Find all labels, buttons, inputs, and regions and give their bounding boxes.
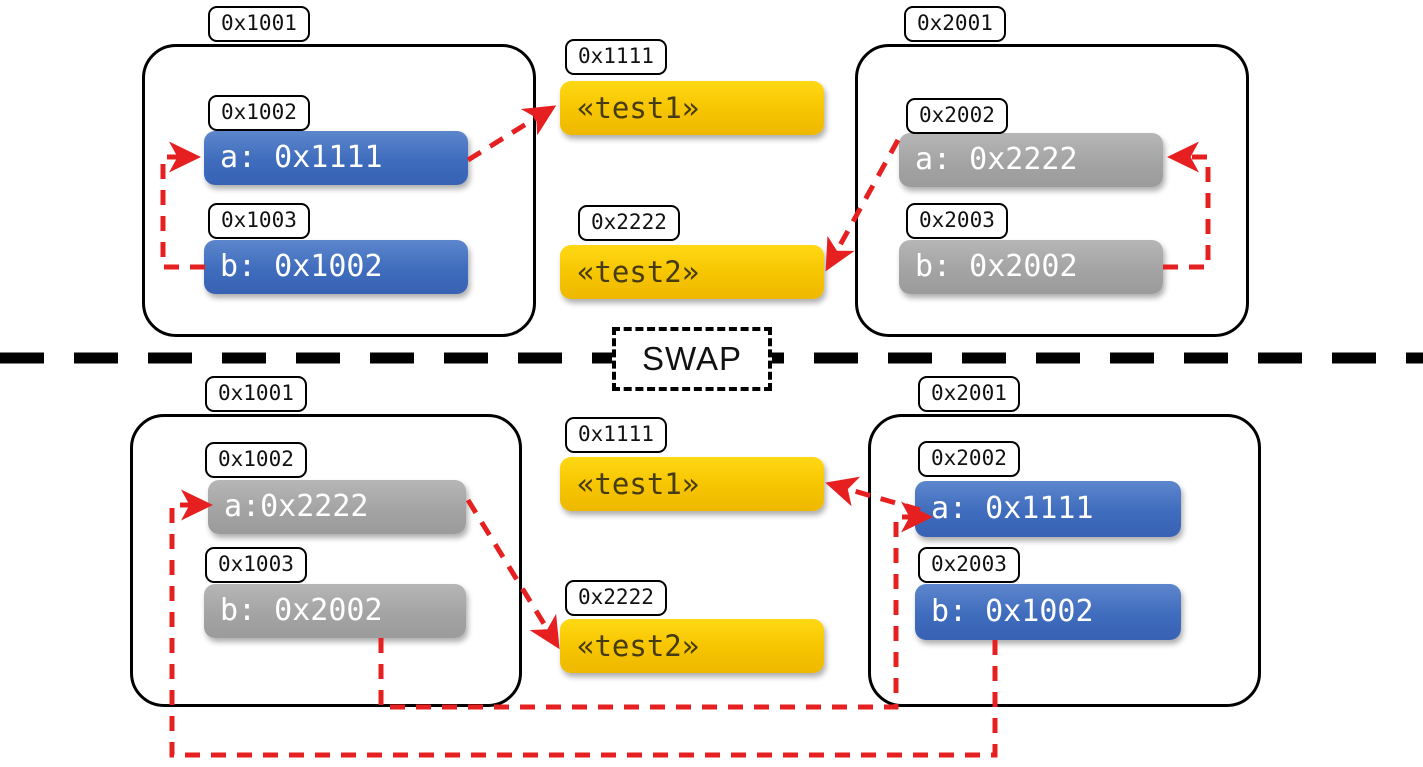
swap-divider-line (0, 352, 1423, 364)
after-left-slot-0-value: a:0x2222 (208, 480, 466, 534)
after-right-slot-0-value: a: 0x1111 (915, 481, 1181, 537)
after-string-1-value: «test2» (560, 619, 824, 673)
swap-badge: SWAP (612, 327, 772, 391)
before-left-slot-0-address: 0x1002 (208, 95, 310, 131)
after-right-slot-1-address: 0x2003 (918, 547, 1020, 583)
after-left-region-address: 0x1001 (205, 376, 307, 412)
before-string-0-address: 0x1111 (565, 39, 667, 75)
before-left-slot-1-value: b: 0x1002 (204, 240, 468, 294)
after-right-region-address: 0x2001 (918, 376, 1020, 412)
before-string-0-value: «test1» (560, 81, 824, 135)
before-left-region (142, 44, 536, 337)
before-right-slot-0-address: 0x2002 (906, 98, 1008, 134)
after-right-slot-0-address: 0x2002 (918, 441, 1020, 477)
before-left-slot-0-value: a: 0x1111 (204, 131, 468, 185)
before-right-region-address: 0x2001 (904, 6, 1006, 42)
before-right-slot-1-value: b: 0x2002 (899, 240, 1163, 294)
after-string-0-address: 0x1111 (565, 417, 667, 453)
swap-label: SWAP (642, 340, 742, 377)
before-string-1-address: 0x2222 (578, 205, 680, 241)
after-right-slot-1-value: b: 0x1002 (915, 584, 1181, 640)
after-string-0-value: «test1» (560, 457, 824, 511)
after-left-slot-1-address: 0x1003 (205, 547, 307, 583)
before-right-slot-0-value: a: 0x2222 (899, 133, 1163, 187)
before-left-slot-1-address: 0x1003 (208, 203, 310, 239)
before-right-slot-1-address: 0x2003 (906, 203, 1008, 239)
after-left-slot-1-value: b: 0x2002 (204, 584, 466, 638)
after-left-slot-0-address: 0x1002 (205, 442, 307, 478)
before-string-1-value: «test2» (560, 245, 824, 299)
before-left-region-address: 0x1001 (208, 6, 310, 42)
after-left-region (130, 414, 522, 707)
after-string-1-address: 0x2222 (565, 580, 667, 616)
